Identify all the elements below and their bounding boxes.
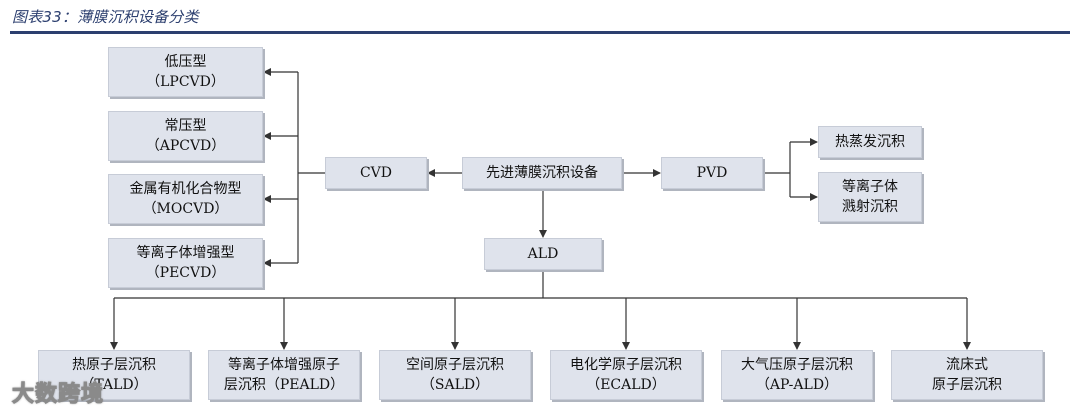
node-label-line1: 大气压原子层沉积	[741, 357, 853, 373]
node-label-line1: 等离子体增强原子	[228, 357, 340, 373]
node-mocvd: 金属有机化合物型 （MOCVD）	[108, 174, 263, 224]
figure-title: 图表33：薄膜沉积设备分类	[12, 8, 199, 26]
watermark: 大数跨境	[11, 382, 105, 408]
node-advanced-thin-film-equipment: 先进薄膜沉积设备	[462, 157, 622, 189]
node-label-line1: 金属有机化合物型	[129, 181, 242, 197]
node-label: 热蒸发沉积	[835, 134, 905, 150]
node-label-line1: 等离子体	[842, 179, 898, 195]
node-label-line2: （MOCVD）	[142, 201, 229, 217]
node-plasma-sputtering: 等离子体 溅射沉积	[818, 172, 922, 222]
node-label-line1: 电化学原子层沉积	[570, 357, 682, 373]
title-underline	[10, 31, 1070, 34]
node-ald: ALD	[484, 238, 602, 270]
node-label: CVD	[359, 165, 393, 181]
node-label-line2: 层沉积（PEALD）	[223, 377, 345, 393]
node-cvd: CVD	[325, 157, 427, 189]
node-ecald: 电化学原子层沉积 （ECALD）	[550, 350, 702, 400]
node-apcvd: 常压型 （APCVD）	[108, 111, 263, 161]
node-label-line2: （APCVD）	[145, 138, 226, 154]
node-label-line1: 空间原子层沉积	[406, 357, 504, 373]
node-label-line1: 流床式	[946, 357, 988, 373]
node-label: ALD	[527, 246, 559, 262]
node-thermal-evaporation: 热蒸发沉积	[818, 126, 922, 158]
node-label-line2: （LPCVD）	[146, 74, 225, 90]
node-label-line1: 等离子体增强型	[136, 245, 235, 261]
node-lpcvd: 低压型 （LPCVD）	[108, 47, 263, 97]
node-tald: 热原子层沉积 （TALD）	[38, 350, 190, 400]
node-label: 先进薄膜沉积设备	[486, 165, 598, 181]
node-fluidized-bed-ald: 流床式 原子层沉积	[891, 350, 1043, 400]
node-label-line1: 热原子层沉积	[72, 357, 156, 373]
node-label-line2: （AP-ALD）	[755, 377, 839, 393]
node-peald: 等离子体增强原子 层沉积（PEALD）	[208, 350, 360, 400]
node-label: PVD	[696, 165, 728, 181]
node-label-line1: 常压型	[164, 118, 207, 134]
node-label-line2: 溅射沉积	[842, 199, 898, 215]
node-label-line2: （TALD）	[80, 377, 148, 393]
node-label-line2: （PECVD）	[145, 265, 226, 281]
node-label-line2: （SALD）	[420, 377, 490, 393]
node-pvd: PVD	[661, 157, 763, 189]
node-sald: 空间原子层沉积 （SALD）	[379, 350, 531, 400]
node-label-line2: 原子层沉积	[932, 377, 1002, 393]
node-pecvd: 等离子体增强型 （PECVD）	[108, 238, 263, 288]
node-ap-ald: 大气压原子层沉积 （AP-ALD）	[721, 350, 873, 400]
node-label-line2: （ECALD）	[586, 377, 666, 393]
node-label-line1: 低压型	[164, 54, 207, 70]
